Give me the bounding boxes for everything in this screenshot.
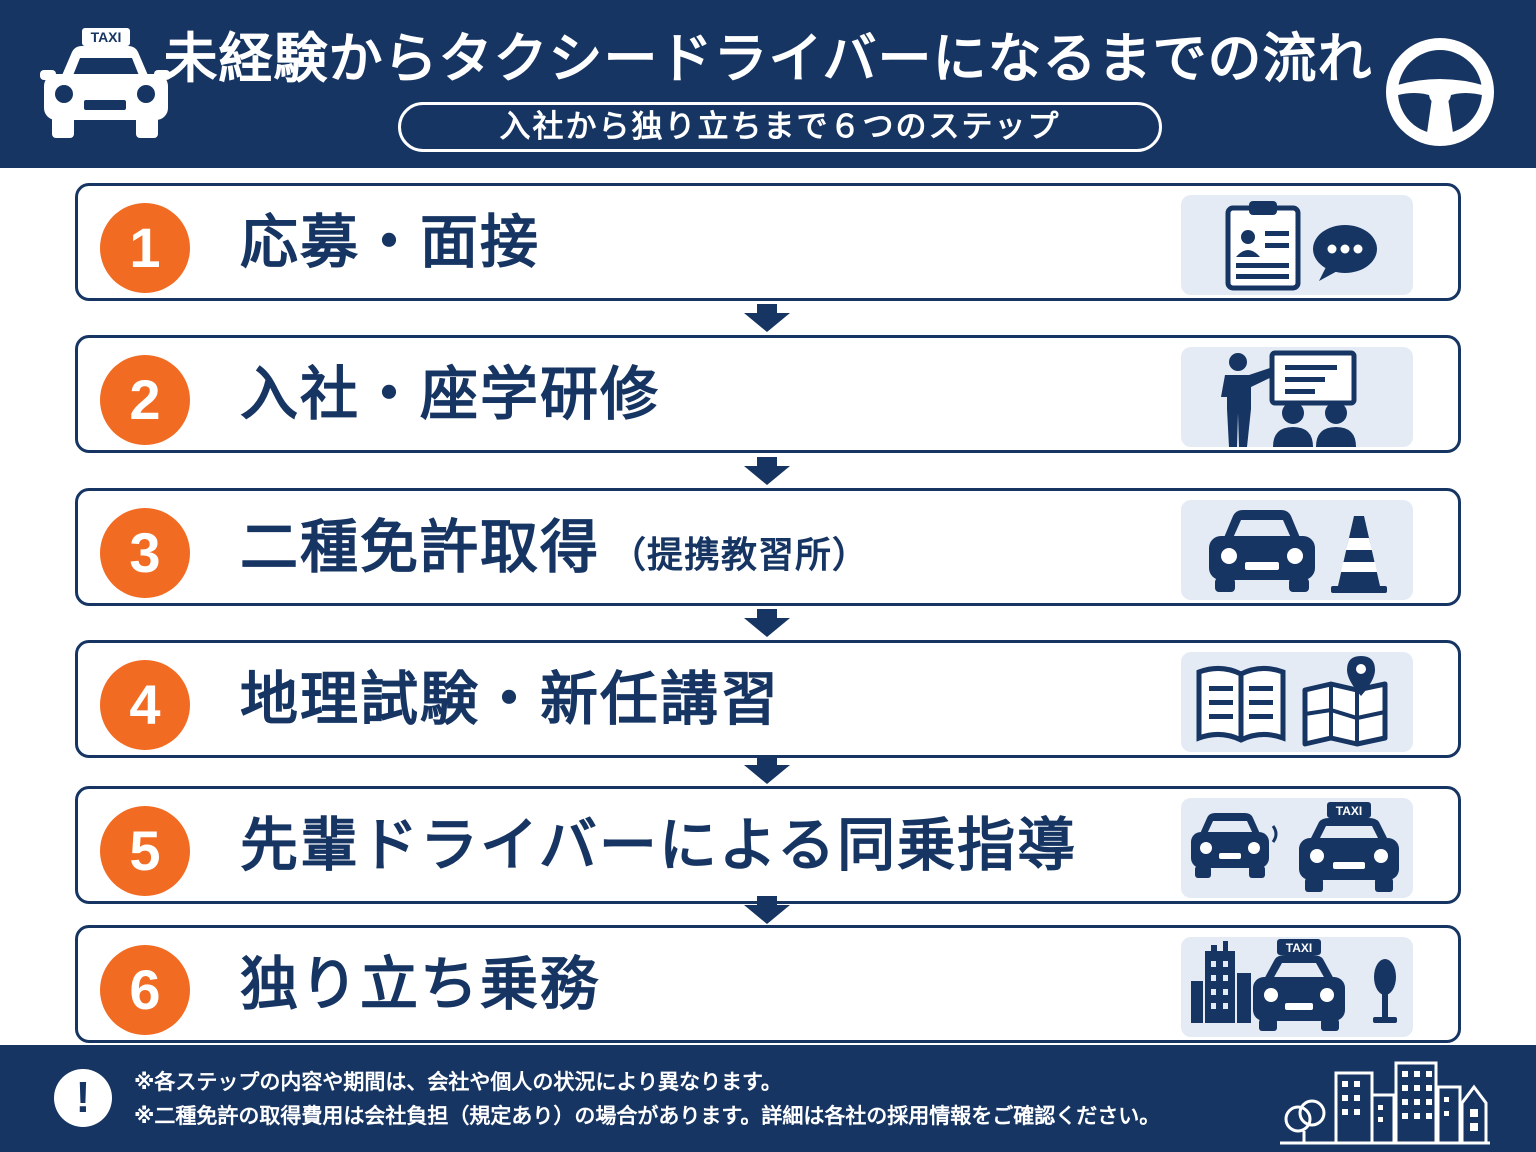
tree-icon (1373, 959, 1397, 1023)
taxi-sign-text: TAXI (1336, 804, 1362, 818)
step-icon-panel: TAXI (1181, 798, 1413, 898)
open-book-icon (1196, 666, 1286, 743)
page-title: 未経験からタクシードライバーになるまでの流れ (163, 27, 1373, 90)
arrow-down-icon (744, 304, 790, 332)
step-label: 独り立ち乗務 (240, 950, 601, 1018)
step-4: 4 地理試験・新任講習 (75, 640, 1461, 758)
page-subtitle: 入社から独り立ちまで６つのステップ (398, 102, 1162, 152)
footer-notes: ! ※各ステップの内容や期間は、会社や個人の状況により異なります。 ※二種免許の… (0, 1045, 1536, 1152)
step-number-badge: 4 (100, 660, 190, 750)
steering-wheel-icon (1386, 38, 1494, 146)
map-pin-icon (1302, 656, 1388, 747)
taxi-front-icon: TAXI (1253, 939, 1345, 1031)
step-icon-panel (1181, 195, 1413, 295)
step-6: 6 独り立ち乗務 TAXI (75, 925, 1461, 1043)
car-front-icon (1209, 510, 1315, 592)
buildings-icon (1191, 941, 1251, 1023)
step-number-badge: 1 (100, 203, 190, 293)
step-5: 5 先輩ドライバーによる同乗指導 TAXI (75, 786, 1461, 904)
car-front-icon (1191, 813, 1278, 878)
header-banner: TAXI 未経験からタクシードライバーになるまでの流れ 入社から独り立ちまで６つ… (0, 0, 1536, 168)
step-2: 2 入社・座学研修 (75, 335, 1461, 453)
step-label: 入社・座学研修 (240, 360, 661, 428)
taxi-sign-text: TAXI (1286, 941, 1312, 955)
step-icon-panel (1181, 500, 1413, 600)
teacher-presentation-icon (1221, 350, 1357, 447)
city-skyline-icon (1280, 1061, 1490, 1145)
arrow-down-icon (744, 756, 790, 784)
taxi-front-icon: TAXI (1299, 802, 1399, 892)
exclamation-icon: ! (54, 1069, 112, 1127)
traffic-cone-icon (1331, 516, 1387, 593)
step-number-badge: 6 (100, 945, 190, 1035)
clipboard-profile-icon (1225, 201, 1301, 291)
step-number-badge: 3 (100, 508, 190, 598)
step-3: 3 二種免許取得（提携教習所） (75, 488, 1461, 606)
step-label: 先輩ドライバーによる同乗指導 (240, 811, 1078, 879)
step-icon-panel: TAXI (1181, 937, 1413, 1037)
arrow-down-icon (744, 896, 790, 924)
step-label: 地理試験・新任講習 (240, 665, 781, 733)
step-1: 1 応募・面接 (75, 183, 1461, 301)
footer-note-2: ※二種免許の取得費用は会社負担（規定あり）の場合があります。詳細は各社の採用情報… (134, 1104, 1161, 1128)
step-number-badge: 5 (100, 806, 190, 896)
footer-note-1: ※各ステップの内容や期間は、会社や個人の状況により異なります。 (134, 1070, 782, 1094)
step-label: 応募・面接 (240, 208, 541, 276)
taxi-sign-text: TAXI (91, 29, 122, 45)
students-icon (1273, 402, 1356, 447)
step-icon-panel (1181, 347, 1413, 447)
speech-bubble-icon (1313, 225, 1377, 281)
taxi-front-icon: TAXI (40, 28, 170, 138)
step-label-note: （提携教習所） (610, 535, 870, 576)
step-number-badge: 2 (100, 355, 190, 445)
step-icon-panel (1181, 652, 1413, 752)
arrow-down-icon (744, 457, 790, 485)
step-label: 二種免許取得（提携教習所） (240, 513, 870, 581)
arrow-down-icon (744, 609, 790, 637)
